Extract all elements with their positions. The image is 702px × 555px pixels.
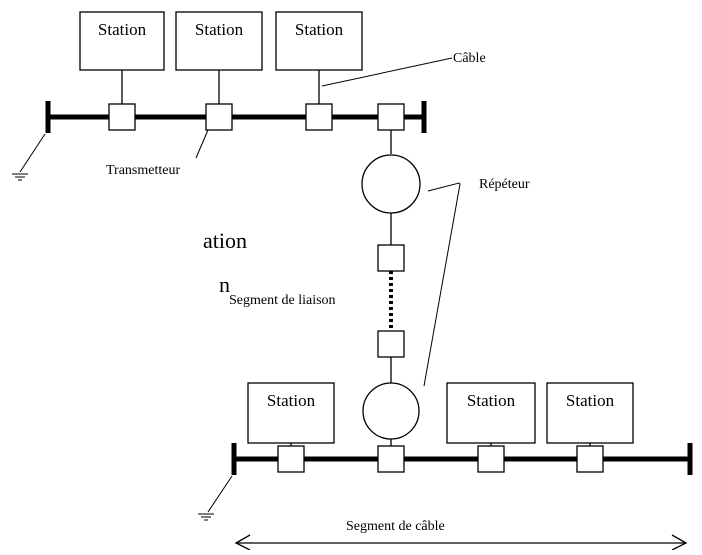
transceiver-box <box>305 103 333 131</box>
top-station-3: Station <box>275 11 363 131</box>
repeater-label: Répéteur <box>479 177 530 192</box>
top-station-1: Station <box>79 11 165 131</box>
bottom-ground-icon <box>198 475 233 521</box>
station-label: Station <box>98 20 147 39</box>
top-segment: Station Station Station <box>12 11 427 181</box>
transceiver-box <box>205 103 233 131</box>
link-transceiver-2 <box>377 330 405 358</box>
transceiver-box <box>477 445 505 473</box>
bottom-station-1: Station <box>247 382 335 473</box>
repeater-bottom-transceiver <box>377 445 405 473</box>
bottom-segment: Station Station Station <box>198 382 693 521</box>
cable-segment-arrow <box>234 534 688 551</box>
station-label: Station <box>467 391 516 410</box>
repeater-top-transceiver <box>377 103 405 131</box>
repeater-leader-line <box>423 182 461 387</box>
transceiver-box <box>576 445 604 473</box>
cable-label: Câble <box>453 51 486 66</box>
link-transceiver-1 <box>377 244 405 272</box>
transceiver-box <box>277 445 305 473</box>
station-label: Station <box>195 20 244 39</box>
station-label: Station <box>566 391 615 410</box>
bottom-station-3: Station <box>546 382 634 473</box>
truncated-text-1: ation <box>203 228 247 253</box>
transceiver-label: Transmetteur <box>106 163 180 178</box>
transceiver-leader-line <box>195 129 209 159</box>
top-station-2: Station <box>175 11 263 131</box>
transceiver-box <box>108 103 136 131</box>
repeater-1 <box>361 154 421 214</box>
bottom-station-2: Station <box>446 382 536 473</box>
cable-leader-line <box>321 57 453 87</box>
station-label: Station <box>267 391 316 410</box>
truncated-text-2: n <box>219 272 230 297</box>
link-segment-label: Segment de liaison <box>229 293 336 308</box>
top-ground-icon <box>12 133 46 181</box>
cable-segment-label: Segment de câble <box>346 519 445 534</box>
repeater-chain <box>361 130 421 446</box>
repeater-2 <box>362 382 420 440</box>
station-label: Station <box>295 20 344 39</box>
